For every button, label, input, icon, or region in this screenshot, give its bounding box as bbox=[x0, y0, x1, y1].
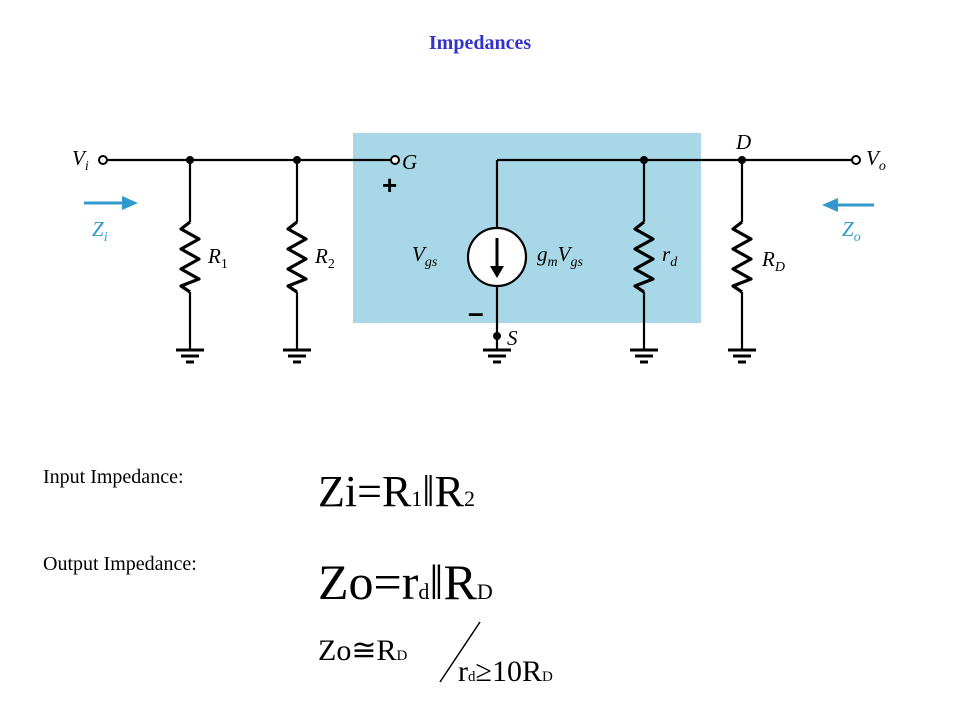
condition-slash bbox=[439, 621, 481, 683]
output-impedance-label: Output Impedance: bbox=[43, 553, 197, 575]
vi-terminal bbox=[98, 155, 108, 165]
rd-resistor bbox=[633, 220, 655, 294]
r1-label: R1 bbox=[207, 244, 228, 272]
r1-resistor bbox=[179, 220, 201, 294]
zo-arrow-icon bbox=[822, 198, 874, 212]
source-label: S bbox=[507, 326, 518, 350]
zo-label: Zo bbox=[842, 217, 861, 245]
RD-resistor bbox=[731, 220, 753, 294]
ground-icon bbox=[483, 348, 511, 364]
ground-icon bbox=[728, 348, 756, 364]
zo-approx-equation: Zo≅RD bbox=[318, 634, 408, 667]
RD-label: RD bbox=[761, 247, 785, 275]
rd-label: rd bbox=[662, 242, 678, 270]
zi-equation: Zi=R1‖R2 bbox=[318, 467, 476, 516]
minus-sign: – bbox=[468, 297, 484, 328]
vgs-label: Vgs bbox=[412, 242, 438, 270]
current-source bbox=[466, 226, 528, 288]
vi-label: Vi bbox=[72, 146, 89, 174]
plus-sign: + bbox=[382, 170, 397, 200]
vo-label: Vo bbox=[866, 146, 886, 174]
r2-label: R2 bbox=[314, 244, 335, 272]
ground-icon bbox=[630, 348, 658, 364]
zi-arrow-icon bbox=[84, 196, 138, 210]
ground-icon bbox=[283, 348, 311, 364]
vo-terminal bbox=[851, 155, 861, 165]
g-terminal bbox=[390, 155, 400, 165]
condition-equation: rd≥10RD bbox=[458, 655, 553, 688]
page-title: Impedances bbox=[428, 32, 532, 54]
zo-equation: Zo=rd‖RD bbox=[318, 554, 493, 610]
ground-symbols bbox=[176, 348, 756, 364]
junction-dots bbox=[186, 156, 746, 340]
r2-resistor bbox=[286, 220, 308, 294]
gate-label: G bbox=[402, 150, 417, 174]
input-impedance-label: Input Impedance: bbox=[43, 466, 184, 488]
ground-icon bbox=[176, 348, 204, 364]
zi-label: Zi bbox=[92, 217, 108, 245]
gmvgs-label: gmVgs bbox=[537, 242, 583, 270]
drain-label: D bbox=[735, 130, 751, 154]
